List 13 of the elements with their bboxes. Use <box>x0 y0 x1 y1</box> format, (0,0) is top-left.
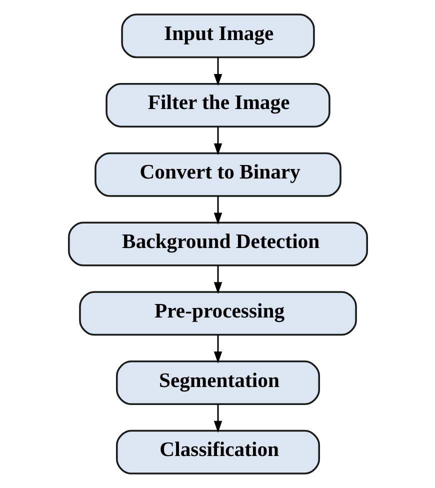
node-box: Input Image <box>120 14 314 58</box>
node-box: Background Detection <box>68 222 368 266</box>
node-box: Pre-processing <box>78 291 356 336</box>
node-box: Convert to Binary <box>94 152 341 197</box>
arrow <box>213 335 222 364</box>
node-box: Segmentation <box>116 360 320 406</box>
node-box: Filter the Image <box>105 82 330 128</box>
arrow <box>213 196 222 225</box>
node-box: Classification <box>116 430 320 474</box>
arrow <box>213 404 222 433</box>
arrow <box>213 266 222 294</box>
arrow <box>213 58 222 86</box>
arrow <box>213 127 222 156</box>
